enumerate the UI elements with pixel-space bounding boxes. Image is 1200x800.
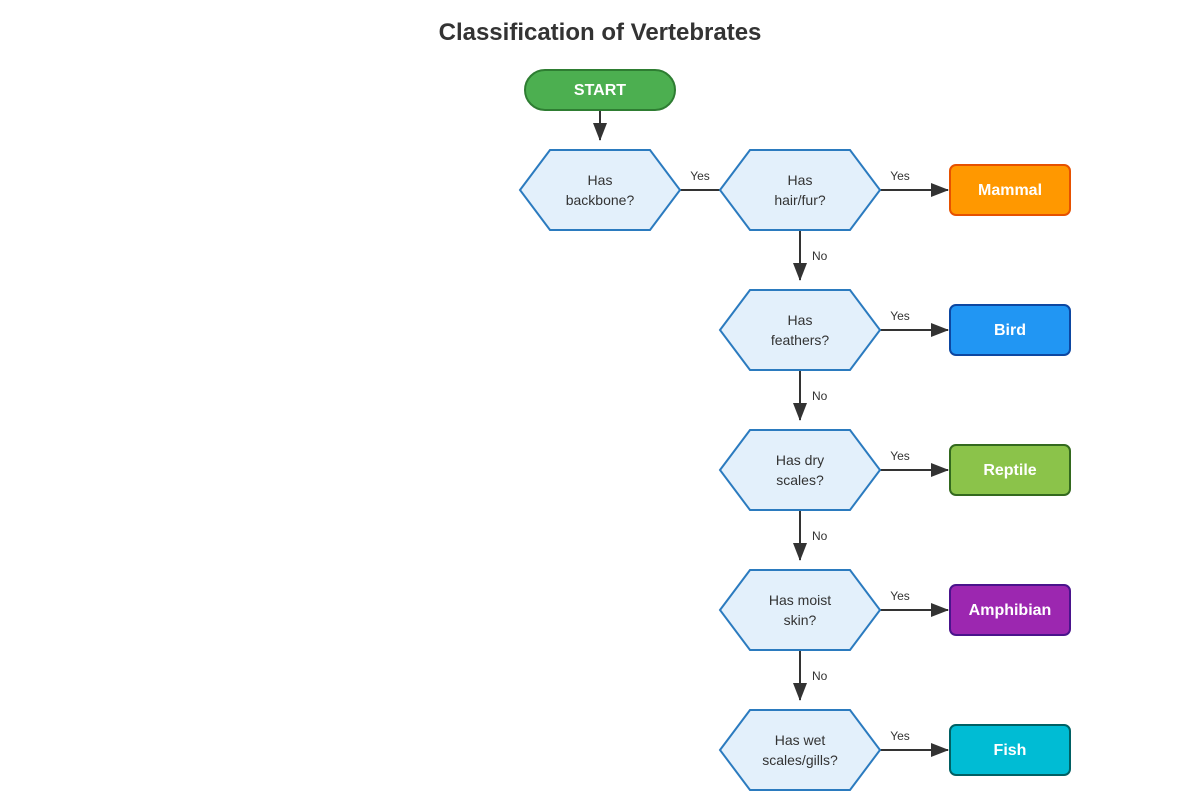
edge-label-wet-scales-yes: Yes [890, 729, 910, 743]
decision-wet-scales-line2: scales/gills? [762, 752, 838, 768]
start-node-label: START [574, 82, 626, 99]
start-node-shape [524, 69, 676, 111]
outcome-fish: Fish [949, 724, 1071, 776]
outcome-bird-label: Bird [994, 322, 1026, 339]
decision-wet-scales-shape [718, 709, 882, 791]
outcome-amphibian-shape [949, 584, 1071, 636]
decision-moist-skin-shape [718, 569, 882, 651]
decision-backbone-line1: Has [588, 172, 613, 188]
outcome-amphibian-label: Amphibian [969, 602, 1052, 619]
decision-dry-scales-shape [718, 429, 882, 511]
decision-dry-scales: Has dry scales? [718, 429, 882, 511]
decision-hair: Has hair/fur? [718, 149, 882, 231]
outcome-fish-label: Fish [994, 742, 1027, 759]
decision-wet-scales: Has wet scales/gills? [718, 709, 882, 791]
edge-label-feathers-yes: Yes [890, 309, 910, 323]
diagram-title: Classification of Vertebrates [439, 19, 762, 46]
outcome-reptile: Reptile [949, 444, 1071, 496]
edge-label-feathers-no: No [812, 389, 828, 403]
decision-feathers-line1: Has [788, 312, 813, 328]
edge-label-hair-yes: Yes [890, 169, 910, 183]
outcome-mammal-shape [949, 164, 1071, 216]
outcome-fish-shape [949, 724, 1071, 776]
decision-moist-skin-line1: Has moist [769, 592, 831, 608]
decision-backbone-shape [518, 149, 682, 231]
decision-feathers-shape [718, 289, 882, 371]
decision-feathers-line2: feathers? [771, 332, 830, 348]
decision-moist-skin-line2: skin? [784, 612, 817, 628]
outcome-reptile-label: Reptile [983, 462, 1036, 479]
outcome-reptile-shape [949, 444, 1071, 496]
decision-dry-scales-line2: scales? [776, 472, 824, 488]
edge-label-dry-scales-no: No [812, 529, 828, 543]
outcome-mammal: Mammal [949, 164, 1071, 216]
decision-wet-scales-line1: Has wet [775, 732, 826, 748]
decision-dry-scales-line1: Has dry [776, 452, 824, 468]
outcome-mammal-label: Mammal [978, 182, 1042, 199]
decision-hair-line1: Has [788, 172, 813, 188]
edge-label-moist-skin-no: No [812, 669, 828, 683]
start-node: START [524, 69, 676, 111]
outcome-amphibian: Amphibian [949, 584, 1071, 636]
decision-backbone: Has backbone? [518, 149, 682, 231]
decision-hair-shape [718, 149, 882, 231]
edge-label-hair-no: No [812, 249, 828, 263]
edge-label-dry-scales-yes: Yes [890, 449, 910, 463]
outcome-bird: Bird [949, 304, 1071, 356]
decision-moist-skin: Has moist skin? [718, 569, 882, 651]
outcome-bird-shape [949, 304, 1071, 356]
decision-backbone-line2: backbone? [566, 192, 635, 208]
edge-label-moist-skin-yes: Yes [890, 589, 910, 603]
decision-hair-line2: hair/fur? [774, 192, 826, 208]
decision-feathers: Has feathers? [718, 289, 882, 371]
edge-label-backbone-yes: Yes [690, 169, 710, 183]
